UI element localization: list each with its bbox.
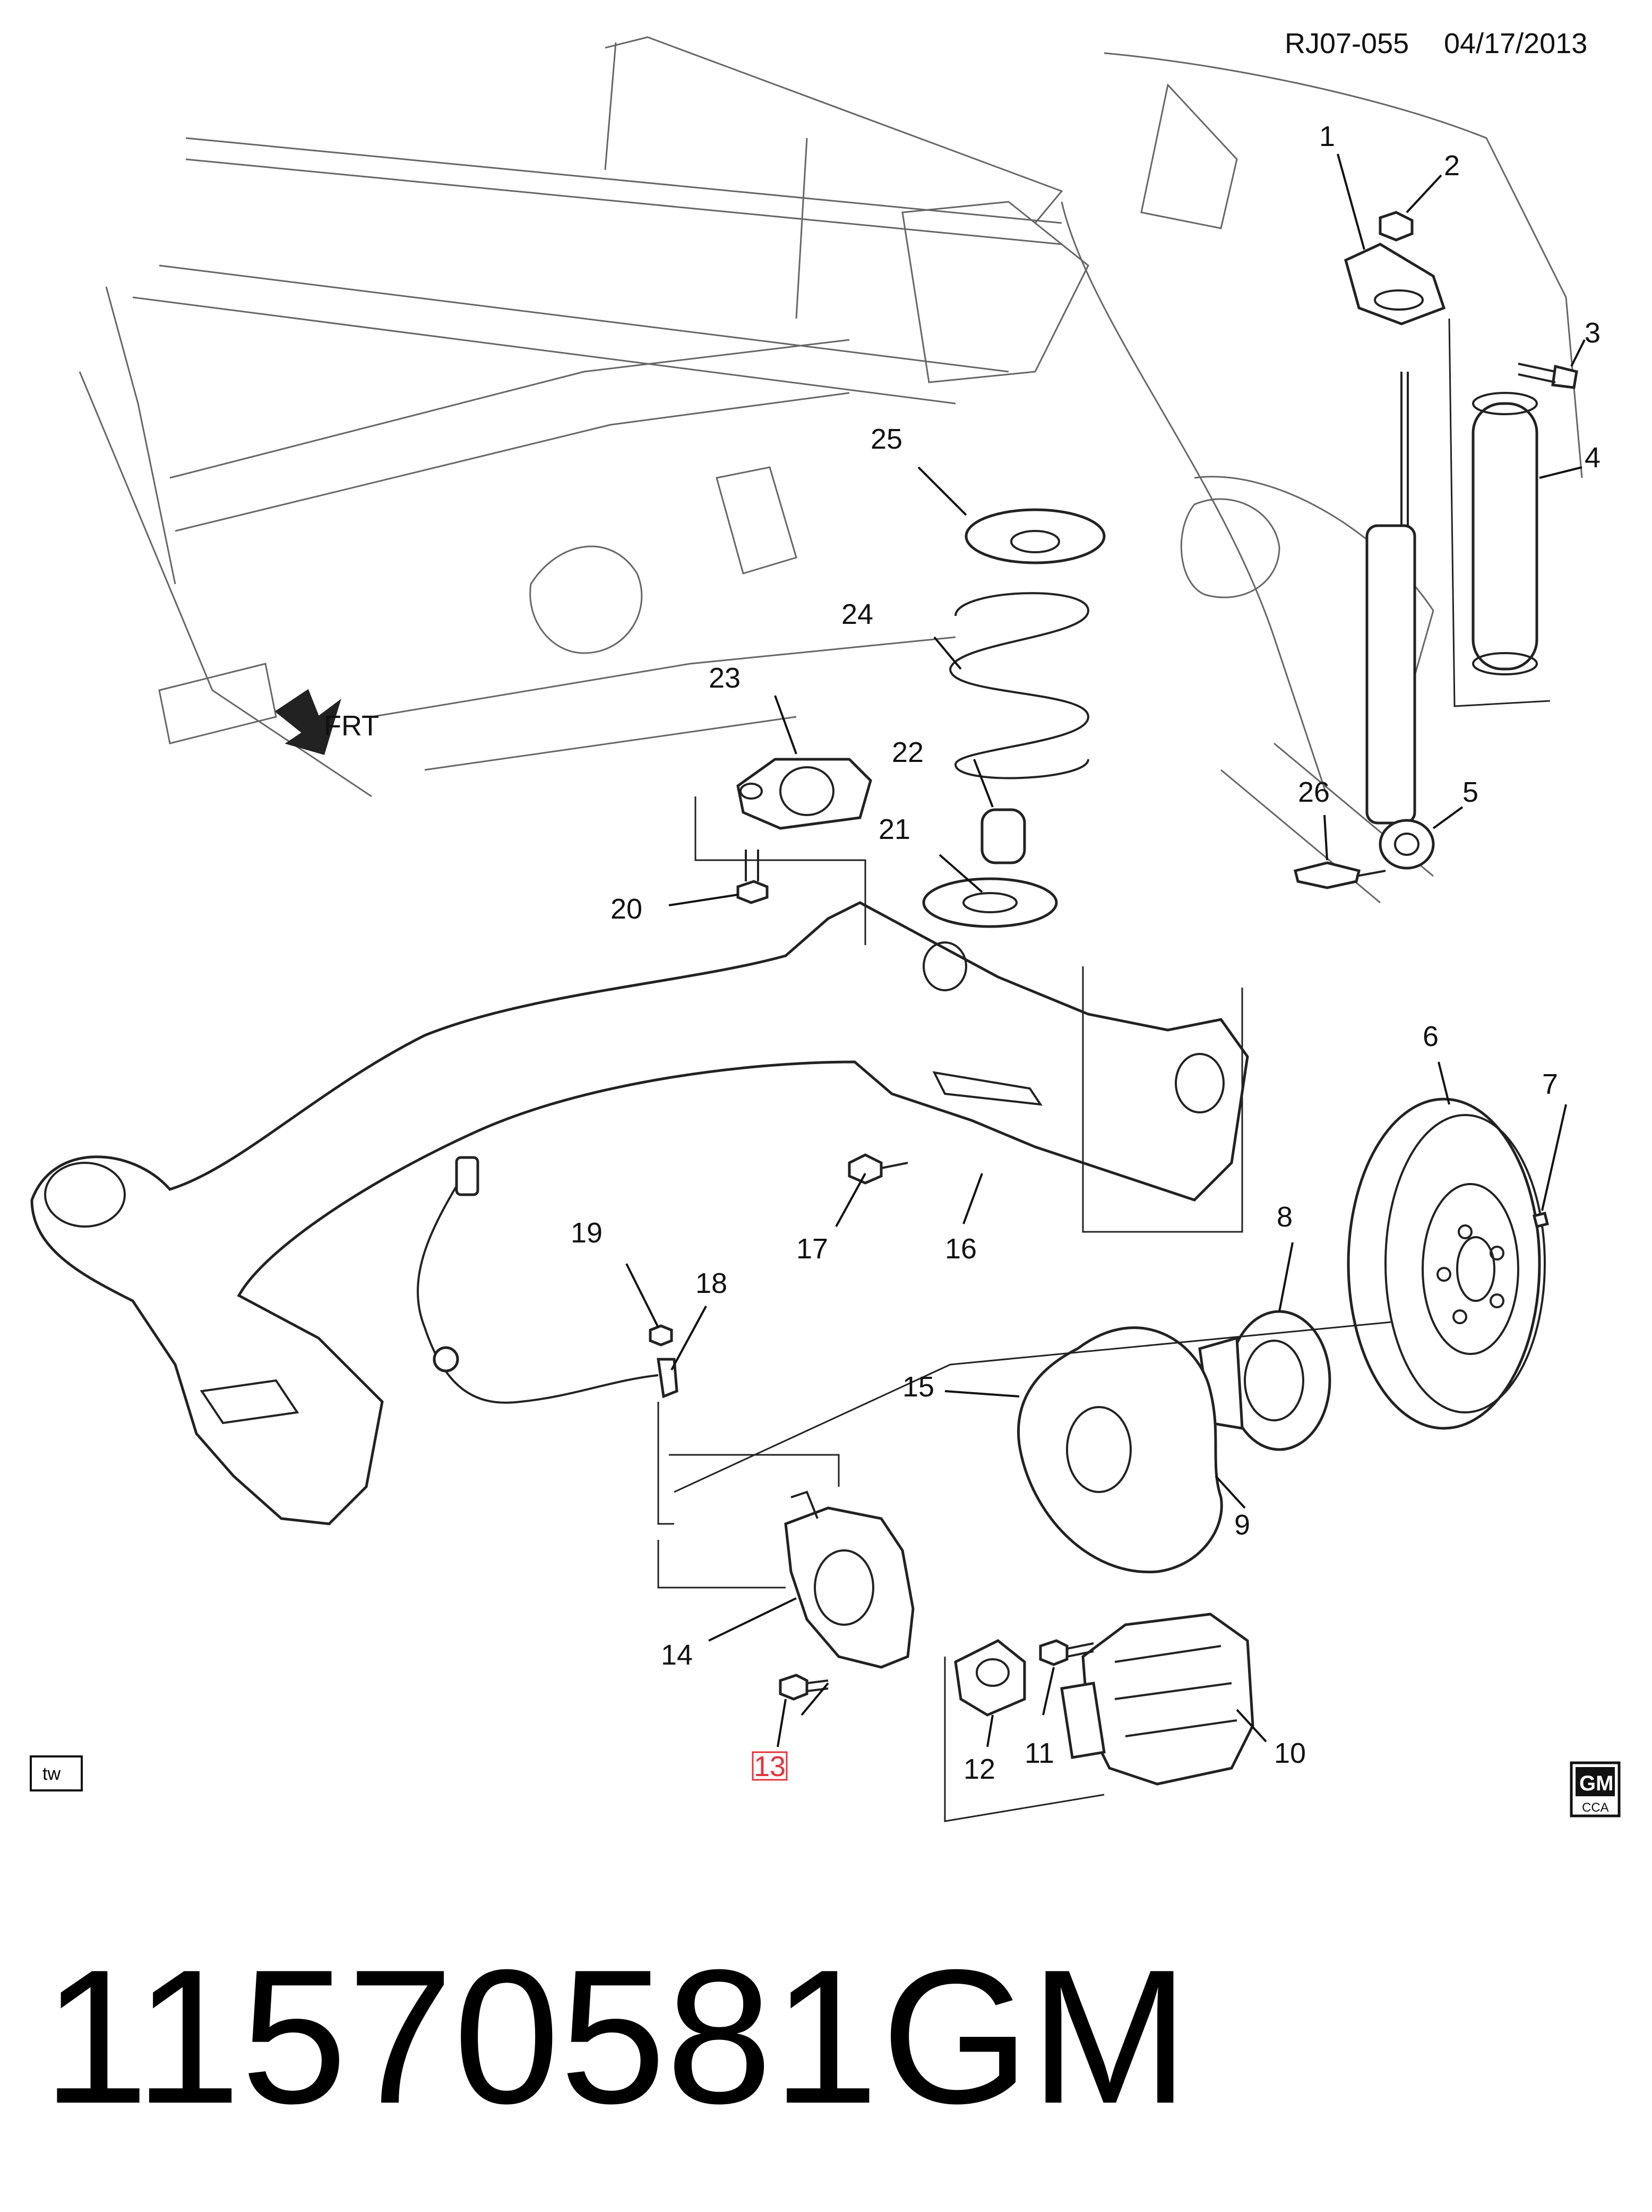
callout-17: 17	[796, 1233, 828, 1265]
rear-knuckle	[784, 1490, 915, 1669]
callout-3: 3	[1585, 317, 1601, 349]
callout-9: 9	[1234, 1509, 1250, 1541]
callout-5: 5	[1462, 776, 1478, 808]
callout-18: 18	[695, 1267, 727, 1299]
callout-2: 2	[1444, 150, 1460, 182]
callout-26: 26	[1298, 776, 1330, 808]
sensor-bolt	[649, 1324, 673, 1347]
knuckle-bolt	[779, 1674, 829, 1701]
caliper-bolt	[1039, 1639, 1094, 1666]
callout-19: 19	[571, 1217, 603, 1249]
callout-1: 1	[1319, 121, 1335, 152]
callout-7: 7	[1542, 1068, 1558, 1100]
callout-11: 11	[1025, 1737, 1054, 1769]
mount-nut	[1379, 211, 1414, 242]
axle-bolt	[848, 1153, 908, 1185]
shock-absorber	[1365, 372, 1435, 870]
callout-13-highlight	[752, 1751, 788, 1781]
callout-16: 16	[945, 1233, 977, 1265]
vehicle-underbody-background	[79, 36, 1583, 904]
callout-22: 22	[892, 736, 924, 768]
group-brackets	[657, 318, 1551, 1822]
rotor-screw	[1532, 1211, 1550, 1229]
frt-label: FRT	[324, 710, 379, 742]
gm-logo: GM CCA	[1570, 1761, 1621, 1817]
wheel-speed-sensor-harness	[417, 1156, 659, 1404]
callout-14: 14	[661, 1639, 693, 1671]
upper-spring-insulator	[965, 508, 1106, 564]
spring-bumper	[980, 808, 1026, 864]
footer-part-number: 11570581	[42, 1930, 879, 2144]
wheel-hub-bearing	[1198, 1310, 1331, 1451]
lower-spring-insulator	[922, 877, 1058, 928]
callout-6: 6	[1423, 1021, 1439, 1052]
callout-25: 25	[871, 423, 902, 455]
callout-4: 4	[1585, 442, 1601, 474]
brake-caliper	[1060, 1613, 1254, 1786]
brake-rotor	[1347, 1098, 1546, 1430]
callout-8: 8	[1277, 1201, 1293, 1233]
shock-dust-boot	[1472, 392, 1538, 675]
coil-spring	[949, 592, 1090, 779]
footer-brand: GM	[881, 1930, 1189, 2144]
diagram-date: 04/17/2013	[1444, 28, 1587, 59]
front-arrow-icon	[274, 689, 341, 755]
rear-axle-beam	[30, 901, 1249, 1525]
upper-mount-bracket	[1344, 243, 1446, 325]
shock-lower-bolt	[1293, 861, 1386, 889]
front-direction-indicator: FRT	[274, 689, 379, 755]
axle-bushing	[736, 758, 872, 830]
leader-lines	[625, 153, 1586, 1747]
gm-logo-brand: GM	[1579, 1772, 1613, 1795]
callout-10: 10	[1274, 1737, 1306, 1769]
callout-21: 21	[879, 813, 910, 845]
diagram-id: RJ07-055	[1285, 28, 1409, 59]
callout-24: 24	[841, 598, 873, 630]
corner-tag: tw	[30, 1755, 83, 1791]
svg-text:tw: tw	[42, 1764, 61, 1784]
callout-20: 20	[610, 893, 642, 925]
brake-backing-plate	[1017, 1326, 1223, 1574]
mount-bolt	[1518, 363, 1578, 389]
gm-logo-sub: CCA	[1582, 1801, 1609, 1815]
axle-bushing-bolt	[736, 850, 769, 904]
callout-12: 12	[963, 1753, 995, 1785]
hub-dust-cap	[954, 1639, 1026, 1717]
callout-13: 13	[754, 1751, 786, 1782]
callout-labels: 1 2 3 4 5 6 7 8 9 10 11 12 13 14 15 16 1…	[571, 121, 1601, 1785]
callout-23: 23	[709, 662, 741, 694]
callout-15: 15	[902, 1371, 934, 1403]
